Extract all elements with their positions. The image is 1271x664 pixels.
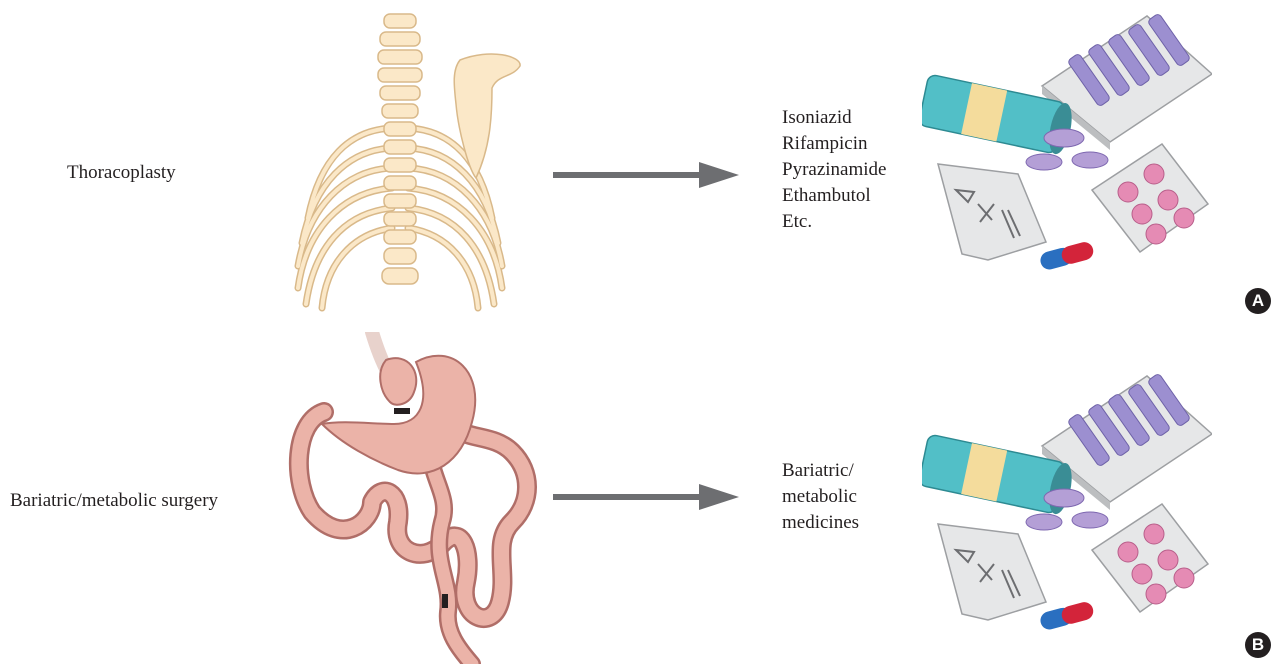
drug-item: Pyrazinamide <box>782 157 886 183</box>
arrow-b <box>553 482 739 512</box>
drug-item: metabolic <box>782 484 859 510</box>
bariatric-surgery-label: Bariatric/metabolic surgery <box>10 490 218 512</box>
prescription-paper <box>938 524 1046 620</box>
drug-list-a: Isoniazid Rifampicin Pyrazinamide Ethamb… <box>782 105 886 235</box>
drug-item: Ethambutol <box>782 183 886 209</box>
drug-item: Etc. <box>782 209 886 235</box>
panel-badge-b: B <box>1245 632 1271 658</box>
drug-item: medicines <box>782 510 859 536</box>
drug-list-b: Bariatric/ metabolic medicines <box>782 458 859 536</box>
prescription-paper <box>938 164 1046 260</box>
capsule <box>1038 600 1095 631</box>
panel-b: Bariatric/metabolic surgery Bariatric/ m… <box>0 332 1271 664</box>
drug-item: Isoniazid <box>782 105 886 131</box>
medicine-cluster-illustration <box>922 14 1212 280</box>
spine-ribcage-illustration <box>280 8 530 320</box>
drug-item: Rifampicin <box>782 131 886 157</box>
panel-a: Thoracoplasty <box>0 0 1271 332</box>
drug-item: Bariatric/ <box>782 458 859 484</box>
blister-pack <box>1092 504 1208 612</box>
panel-badge-a: A <box>1245 288 1271 314</box>
thoracoplasty-label: Thoracoplasty <box>67 162 176 184</box>
capsule <box>1038 240 1095 271</box>
stomach-intestine-illustration <box>282 332 552 664</box>
medicine-cluster-illustration <box>922 374 1212 640</box>
arrow-a <box>553 160 739 190</box>
blister-pack <box>1092 144 1208 252</box>
